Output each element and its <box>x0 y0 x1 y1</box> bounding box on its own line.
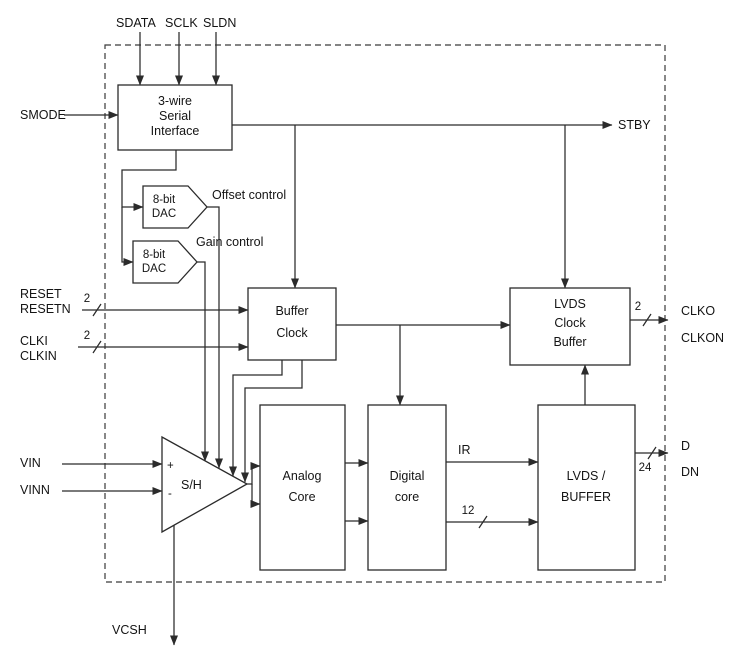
lvds-buffer-label-1: LVDS / <box>567 469 606 483</box>
pin-label-smode: SMODE <box>20 108 66 122</box>
sample-hold-plus-label: + <box>167 460 174 472</box>
lvds-buffer-label-2: BUFFER <box>561 490 611 504</box>
pin-label-reset: RESET <box>20 287 62 301</box>
sample-hold-block <box>161 435 249 534</box>
digital-core-block <box>367 404 447 571</box>
offset-dac-label-2: DAC <box>152 208 176 220</box>
digital-core-label-2: core <box>395 490 419 504</box>
buffer-clock-block <box>247 287 337 361</box>
sh-to-analog-line-b <box>250 484 261 508</box>
serial-interface-label-1: 3-wire <box>158 94 192 108</box>
sample-hold-label: S/H <box>181 478 202 492</box>
pin-label-clki: CLKI <box>20 334 48 348</box>
pin-label-clkon: CLKON <box>681 331 724 345</box>
gain-dac-label-1: 8-bit <box>143 249 166 261</box>
ir-label: IR <box>458 443 471 457</box>
lvds-clock-buffer-label-2: Clock <box>554 316 586 330</box>
serial-interface-label-2: Serial <box>159 109 191 123</box>
pin-label-sldn: SLDN <box>203 16 236 30</box>
lvds-clock-buffer-block <box>509 287 631 366</box>
offset-control-line <box>207 206 223 469</box>
buffer-clock-label-2: Clock <box>276 326 308 340</box>
offset-dac-label-1: 8-bit <box>153 194 176 206</box>
pin-label-clko: CLKO <box>681 304 715 318</box>
buffer-clock-to-sh-line-b <box>241 360 303 483</box>
pin-label-resetn: RESETN <box>20 302 71 316</box>
analog-core-label-1: Analog <box>283 469 322 483</box>
analog-core-block <box>259 404 346 571</box>
offset-dac-block <box>142 185 208 229</box>
pin-label-vcsh: VCSH <box>112 623 147 637</box>
gain-control-line <box>197 261 209 462</box>
gain-control-label: Gain control <box>196 235 263 249</box>
pin-label-sclk: SCLK <box>165 16 198 30</box>
clko-bus-slash <box>642 313 652 327</box>
reset-bus-slash <box>92 303 102 317</box>
sample-hold-minus-label: - <box>168 488 172 500</box>
pin-label-clkin: CLKIN <box>20 349 57 363</box>
data12-bus-width-label: 12 <box>462 505 475 517</box>
lvds-clock-buffer-label-3: Buffer <box>553 335 586 349</box>
clki-bus-slash <box>92 340 102 354</box>
data12-bus-slash <box>478 515 488 529</box>
buffer-clock-label-1: Buffer <box>275 304 308 318</box>
gain-dac-label-2: DAC <box>142 263 166 275</box>
analog-core-label-2: Core <box>288 490 315 504</box>
gain-dac-block <box>132 240 198 284</box>
clki-bus-width-label: 2 <box>84 330 90 342</box>
serial-to-gain-dac-line <box>121 207 134 266</box>
pin-label-sdata: SDATA <box>116 16 156 30</box>
offset-control-label: Offset control <box>212 188 286 202</box>
reset-bus-width-label: 2 <box>84 293 90 305</box>
clko-bus-width-label: 2 <box>635 301 641 313</box>
lvds-clock-buffer-label-1: LVDS <box>554 297 586 311</box>
data-out-bus-slash <box>647 446 657 460</box>
lvds-buffer-block <box>537 404 636 571</box>
pin-label-d: D <box>681 439 690 453</box>
buffer-clock-to-sh-line-a <box>229 360 283 477</box>
data24-bus-width-label: 24 <box>639 462 652 474</box>
pin-label-stby: STBY <box>618 118 651 132</box>
digital-core-label-1: Digital <box>390 469 425 483</box>
sh-to-analog-line-a <box>247 462 261 485</box>
pin-label-dn: DN <box>681 465 699 479</box>
serial-interface-block <box>117 84 233 151</box>
serial-to-offset-dac-line <box>121 150 177 211</box>
chip-boundary-dashed-border <box>104 44 666 583</box>
pin-label-vinn: VINN <box>20 483 50 497</box>
pin-label-vin: VIN <box>20 456 41 470</box>
serial-interface-label-3: Interface <box>151 124 200 138</box>
